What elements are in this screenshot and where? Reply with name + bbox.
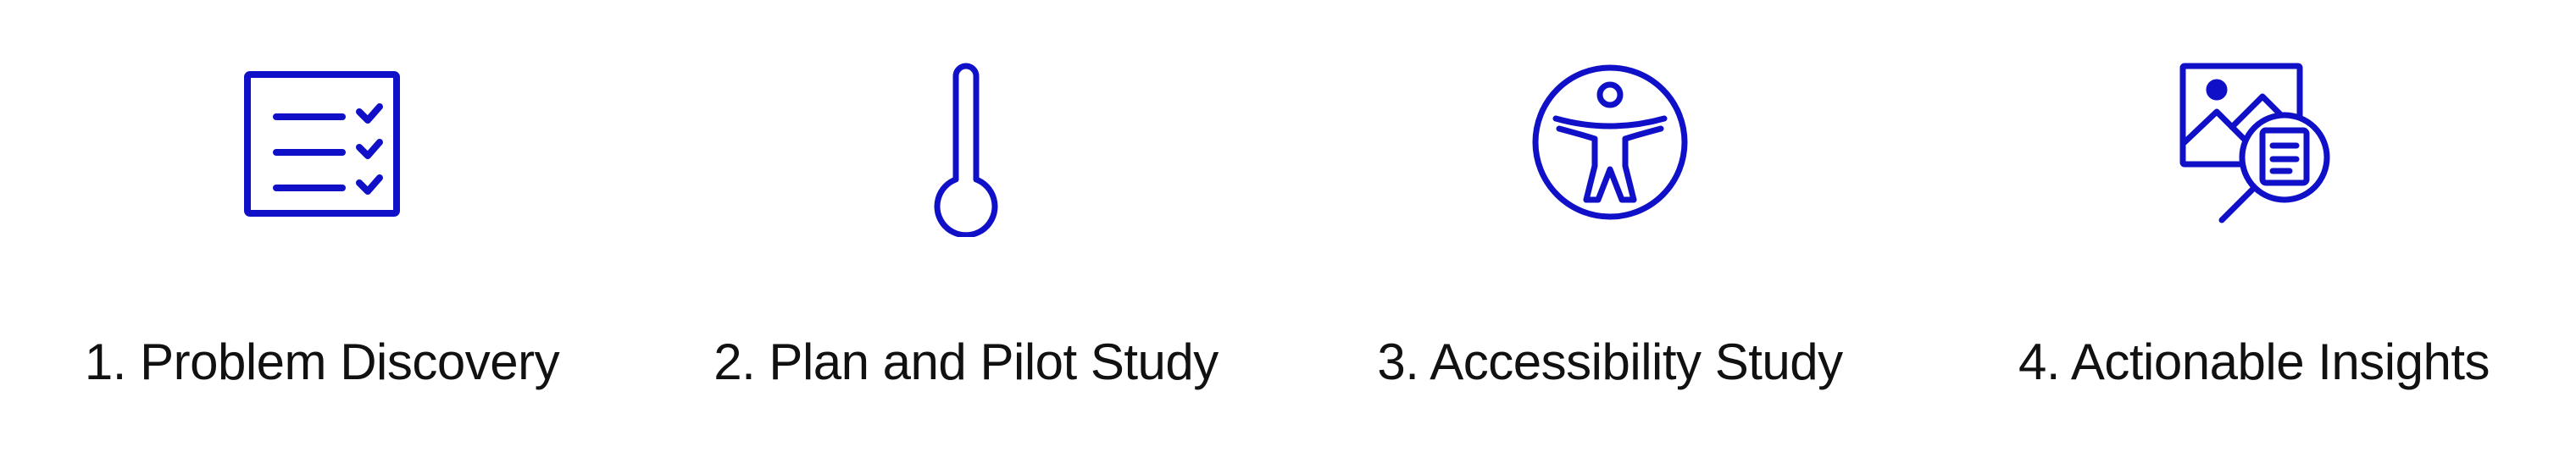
step-label: 4. Actionable Insights [2018,333,2490,390]
step-label: 3. Accessibility Study [1377,333,1843,390]
accessibility-icon [1525,51,1695,237]
thermometer-icon [881,51,1051,237]
image-search-icon [2169,51,2339,237]
step-label: 2. Plan and Pilot Study [713,333,1219,390]
step-label: 1. Problem Discovery [84,333,560,390]
checklist-icon [237,51,407,237]
step-plan-and-pilot-study: 2. Plan and Pilot Study [644,0,1288,452]
step-actionable-insights: 4. Actionable Insights [1932,0,2576,452]
step-accessibility-study: 3. Accessibility Study [1288,0,1932,452]
step-problem-discovery: 1. Problem Discovery [0,0,644,452]
